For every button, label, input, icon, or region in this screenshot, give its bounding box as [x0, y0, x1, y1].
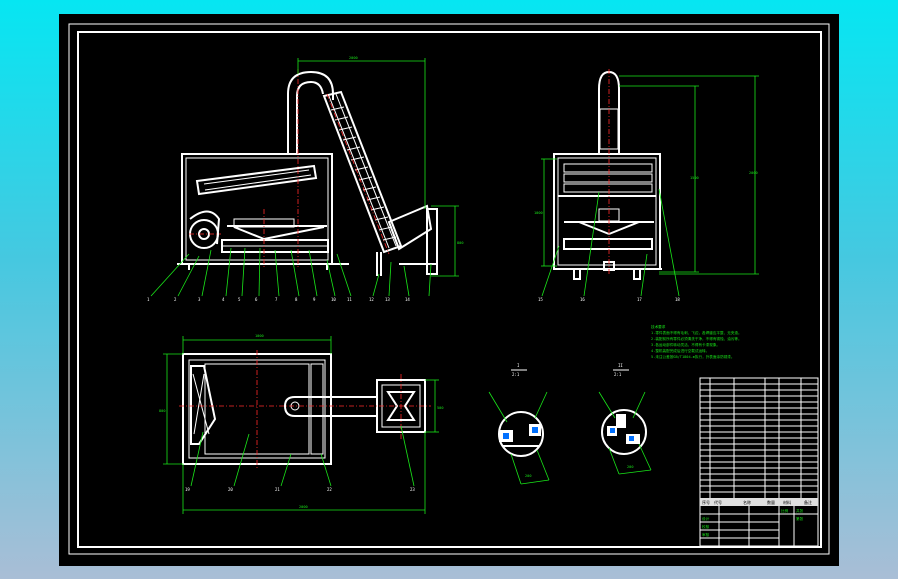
technical-notes: 技术要求 1.零件表面不得有毛刺、飞边，各焊缝应平整、无夹渣。 2.装配前所有零…: [651, 324, 742, 359]
plan-part-22: 22: [327, 487, 332, 492]
side-part-17: 17: [637, 297, 642, 302]
tb-header-6: 备注: [804, 499, 812, 505]
front-part-10: 10: [331, 297, 336, 302]
front-dim-right: 800: [457, 241, 464, 245]
detail-1-scale: 2:1: [512, 372, 520, 377]
front-part-9: 9: [313, 297, 316, 302]
drawing-sheet: 2000 800 1 2 3 4 5 6: [59, 14, 839, 566]
front-part-3: 3: [198, 297, 201, 302]
front-part-13: 13: [385, 297, 390, 302]
detail-2-title: II: [618, 363, 623, 368]
plan-view: 1000 800 2000 500 19 20 21 22 23: [159, 334, 444, 514]
outer-border: [68, 23, 830, 555]
tb-footer-6: 第张: [796, 516, 804, 521]
detail-view-1: I 2:1 200: [488, 363, 550, 485]
plan-dim-left: 800: [159, 409, 166, 413]
notes-line-2: 2.装配前所有零件必须清洗干净，不得有锈蚀、油污等。: [651, 336, 742, 341]
front-part-5: 5: [238, 297, 241, 302]
side-part-16: 16: [580, 297, 585, 302]
front-part-numbers: 1 2 3 4 5 6 7 8 9 10 11 12 13 14: [147, 297, 410, 302]
tb-header-1: 序号: [702, 499, 710, 505]
side-dim-left: 1000: [534, 211, 543, 215]
tb-footer-2: 校核: [702, 524, 710, 529]
tb-footer-3: 审核: [702, 532, 710, 537]
inner-border: [77, 31, 822, 548]
plan-part-numbers: 19 20 21 22 23: [185, 487, 415, 492]
front-view: 2000 800 1 2 3 4 5 6: [147, 56, 464, 302]
side-part-numbers: 15 16 17 18: [538, 297, 680, 302]
front-part-4: 4: [222, 297, 225, 302]
notes-line-3: 3.各运动部件转动灵活，不得有卡滞现象。: [651, 342, 720, 347]
plan-part-21: 21: [275, 487, 280, 492]
plan-dim-right: 500: [437, 406, 444, 410]
side-part-15: 15: [538, 297, 543, 302]
front-part-2: 2: [174, 297, 177, 302]
side-dim-mid: 1500: [690, 176, 699, 180]
plan-part-23: 23: [410, 487, 415, 492]
plan-dim-top: 1000: [255, 334, 264, 338]
plan-part-20: 20: [228, 487, 233, 492]
side-part-18: 18: [675, 297, 680, 302]
notes-line-5: 5.未注公差按GB/T1804-m执行，外表面涂防锈漆。: [651, 354, 734, 359]
tb-header-3: 名称: [743, 499, 751, 505]
front-leaders: [150, 247, 432, 297]
detail-view-2: II 2:1 200: [598, 363, 652, 475]
notes-line-4: 4.整机装配完成后进行空载试运转。: [651, 348, 709, 353]
front-part-11: 11: [347, 297, 352, 302]
tb-header-4: 数量: [767, 499, 775, 505]
front-part-14: 14: [405, 297, 410, 302]
tb-header-5: 材料: [783, 499, 791, 505]
front-part-12: 12: [369, 297, 374, 302]
notes-heading: 技术要求: [651, 324, 666, 329]
front-part-7: 7: [275, 297, 278, 302]
side-view: 1000 1500 2000 15 16 17 18: [534, 69, 759, 302]
tb-footer-5: 共张: [796, 508, 804, 513]
title-block: 序号 代号 名称 数量 材料 备注 设计 校核 审核 比例 共张 第张: [699, 377, 819, 547]
front-part-8: 8: [295, 297, 298, 302]
tb-footer-4: 比例: [781, 508, 789, 513]
detail-2-scale: 2:1: [614, 372, 622, 377]
detail-1-title: I: [517, 363, 520, 368]
tb-footer-1: 设计: [702, 516, 710, 521]
front-dim-top: 2000: [349, 56, 358, 60]
detail-2-dim: 200: [627, 465, 634, 469]
tb-header-2: 代号: [714, 499, 722, 505]
plan-part-19: 19: [185, 487, 190, 492]
side-dim-right: 2000: [749, 171, 758, 175]
front-part-1: 1: [147, 297, 150, 302]
notes-line-1: 1.零件表面不得有毛刺、飞边，各焊缝应平整、无夹渣。: [651, 330, 742, 335]
detail-1-dim: 200: [525, 474, 532, 478]
front-part-6: 6: [255, 297, 258, 302]
cad-drawing: 2000 800 1 2 3 4 5 6: [68, 23, 830, 555]
plan-dim-bottom: 2000: [299, 505, 308, 509]
